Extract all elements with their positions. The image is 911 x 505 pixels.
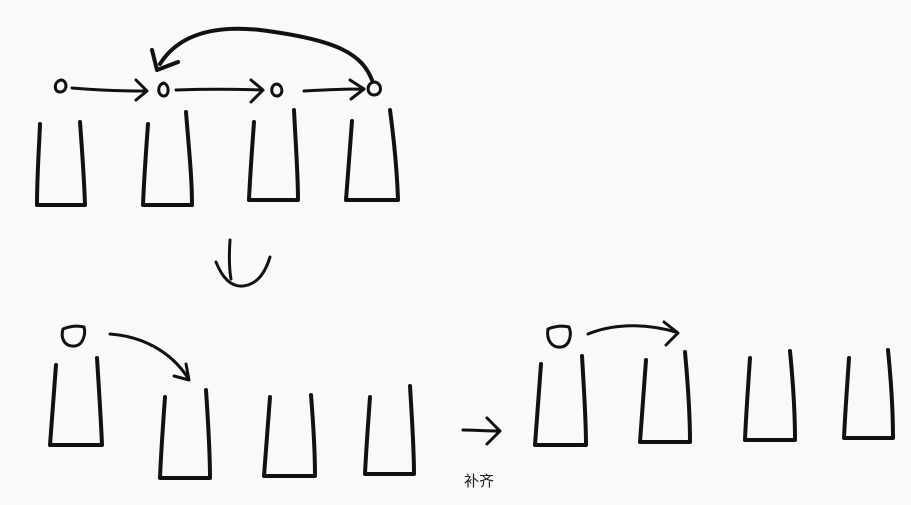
br-head-node bbox=[546, 324, 572, 349]
node-1 bbox=[53, 78, 68, 94]
down-arrow-curve bbox=[214, 255, 272, 288]
top-bucket-1 bbox=[35, 120, 87, 207]
br-bucket-4 bbox=[842, 348, 895, 440]
fill-caption: 补齐 bbox=[464, 472, 495, 490]
arrow-4-back-to-2 bbox=[150, 26, 374, 82]
bottom-left-group bbox=[48, 324, 416, 480]
top-pointers bbox=[53, 26, 382, 104]
arrow-1-to-2 bbox=[70, 78, 149, 102]
node-3 bbox=[270, 82, 284, 98]
down-arrow-stem bbox=[227, 238, 233, 281]
down-arrow bbox=[214, 238, 272, 288]
node-4 bbox=[366, 80, 382, 97]
fill-arrow bbox=[461, 416, 502, 446]
node-2 bbox=[157, 81, 170, 98]
top-bucket-2 bbox=[141, 110, 194, 207]
br-arrow bbox=[586, 320, 680, 347]
br-bucket-1 bbox=[533, 354, 588, 447]
top-bucket-4 bbox=[344, 108, 400, 202]
br-bucket-3 bbox=[743, 349, 797, 442]
bl-bucket-1 bbox=[48, 356, 104, 447]
bl-bucket-3 bbox=[262, 393, 317, 478]
bl-head-node bbox=[60, 324, 87, 348]
top-bucket-3 bbox=[247, 108, 300, 202]
arrow-2-to-3 bbox=[174, 78, 265, 104]
top-row bbox=[35, 108, 400, 207]
bl-arrow bbox=[108, 332, 191, 382]
bl-bucket-2 bbox=[158, 388, 212, 480]
br-bucket-2 bbox=[638, 350, 692, 444]
arrow-3-to-4 bbox=[302, 78, 366, 101]
bl-bucket-4 bbox=[363, 384, 416, 476]
bottom-right-group bbox=[533, 320, 895, 447]
